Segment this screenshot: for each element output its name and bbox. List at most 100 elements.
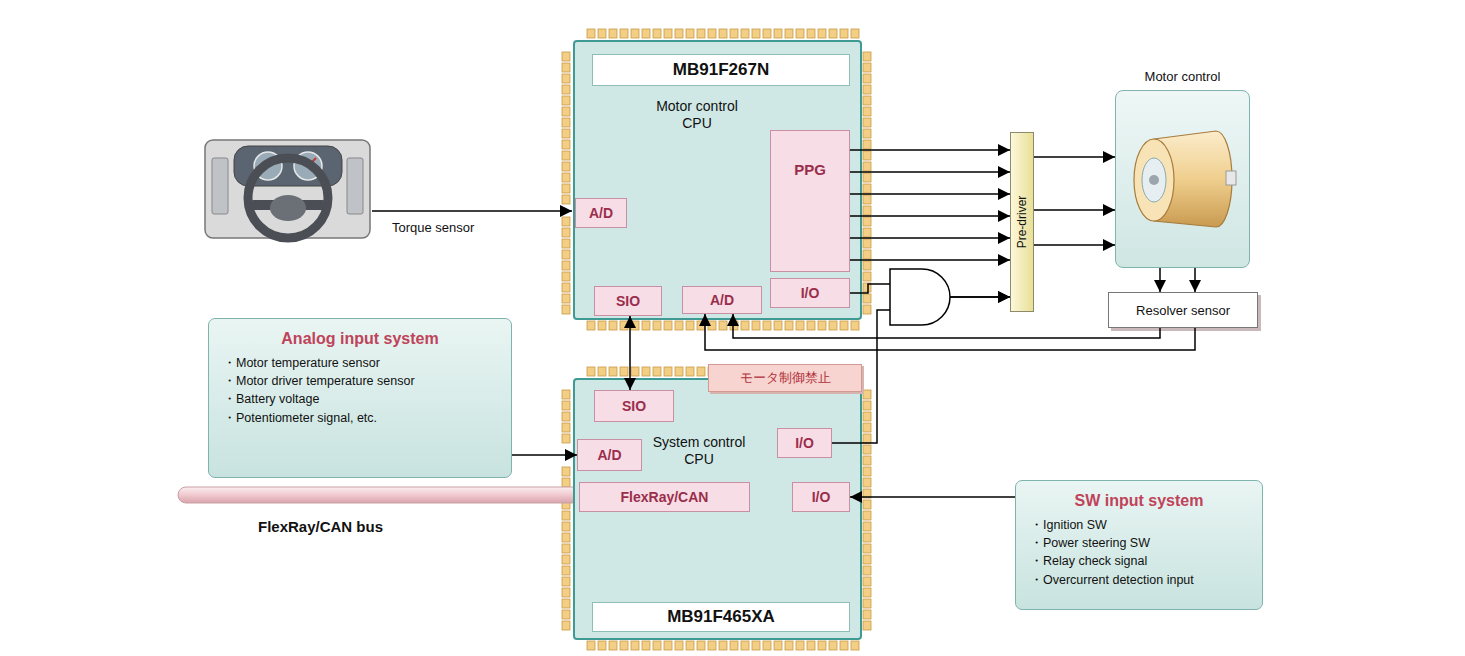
pin-square: [818, 29, 826, 38]
node-label: モータ制御禁止: [740, 369, 831, 387]
cpu-chip: Motor control CPUMB91F267NA/DPPGSIOA/DI/…: [573, 40, 862, 320]
pin-square: [763, 321, 771, 330]
pin-square: [863, 173, 871, 182]
pin-square: [562, 107, 570, 116]
pin-square: [730, 29, 738, 38]
pin-square: [863, 96, 871, 105]
pin-square: [686, 641, 694, 650]
pin-square: [562, 85, 570, 94]
bus-label: FlexRay/CAN bus: [258, 518, 383, 535]
pin-square: [863, 305, 871, 314]
pin-square: [752, 321, 760, 330]
motor-illustration: [1116, 91, 1251, 269]
pin-square: [562, 412, 570, 421]
port-box: I/O: [770, 278, 850, 308]
pin-square: [752, 641, 760, 650]
pin-square: [587, 367, 595, 376]
pin-square: [840, 641, 848, 650]
pin-square: [562, 621, 570, 630]
port-box: A/D: [577, 439, 642, 471]
bullet-item: ・Overcurrent detection input: [1030, 571, 1248, 589]
pin-square: [697, 321, 705, 330]
pin-square: [562, 272, 570, 281]
pre-driver-box: Pre-driver: [1010, 132, 1034, 312]
connector: [705, 314, 1195, 350]
connector: [832, 297, 1010, 443]
node-label: I/O: [812, 489, 831, 505]
pin-square: [863, 272, 871, 281]
pin-square: [851, 321, 859, 330]
pin-square: [562, 511, 570, 520]
node-label: SIO: [616, 293, 640, 309]
pin-square: [863, 434, 871, 443]
pin-square: [863, 250, 871, 259]
pin-square: [863, 478, 871, 487]
pin-square: [863, 621, 871, 630]
pin-square: [562, 250, 570, 259]
pin-square: [562, 544, 570, 553]
pin-square: [620, 367, 628, 376]
pin-square: [807, 641, 815, 650]
pin-square: [620, 321, 628, 330]
cpu-chip: System control CPUSIOA/DI/OFlexRay/CANI/…: [573, 378, 862, 640]
pin-square: [851, 641, 859, 650]
pin-square: [829, 641, 837, 650]
pin-square: [863, 162, 871, 171]
pin-square: [863, 239, 871, 248]
node-label: A/D: [710, 292, 734, 308]
pin-square: [598, 641, 606, 650]
input-panel: SW input system・Ignition SW・Power steeri…: [1015, 480, 1263, 610]
motor-box: Motor control: [1115, 90, 1250, 268]
pin-square: [840, 321, 848, 330]
pin-square: [642, 367, 650, 376]
pin-square: [863, 522, 871, 531]
pin-square: [562, 140, 570, 149]
pin-square: [807, 29, 815, 38]
connector: [629, 316, 631, 390]
pin-square: [686, 367, 694, 376]
pin-square: [598, 29, 606, 38]
panel-heading: Analog input system: [223, 327, 497, 350]
pin-square: [863, 261, 871, 270]
pin-square: [562, 129, 570, 138]
connector: [1034, 156, 1115, 158]
node-label: System control CPU: [649, 434, 749, 468]
pin-square: [863, 85, 871, 94]
bus-pipe: [178, 487, 590, 503]
pin-square: [642, 29, 650, 38]
connector: [850, 259, 1010, 261]
pin-square: [719, 321, 727, 330]
connector: [850, 171, 1010, 173]
pin-square: [562, 533, 570, 542]
pin-square: [863, 140, 871, 149]
pin-square: [653, 29, 661, 38]
pin-square: [708, 29, 716, 38]
pin-square: [863, 588, 871, 597]
node-label: A/D: [597, 447, 621, 463]
pin-square: [708, 641, 716, 650]
pin-square: [863, 467, 871, 476]
pin-square: [730, 641, 738, 650]
bullet-item: ・Potentiometer signal, etc.: [223, 409, 497, 427]
node-label: Resolver sensor: [1136, 303, 1230, 318]
connector: [1159, 268, 1161, 292]
pin-square: [675, 641, 683, 650]
node-label: SIO: [622, 398, 646, 414]
sensor-box: Resolver sensor: [1108, 292, 1258, 328]
connector: [733, 314, 1160, 338]
pin-square: [620, 641, 628, 650]
panel-heading: SW input system: [1030, 489, 1248, 512]
pin-square: [562, 610, 570, 619]
pin-square: [863, 283, 871, 292]
pin-square: [631, 29, 639, 38]
pin-square: [763, 29, 771, 38]
pin-square: [631, 641, 639, 650]
pin-square: [664, 367, 672, 376]
pin-square: [653, 321, 661, 330]
pin-square: [642, 641, 650, 650]
node-label: FlexRay/CAN: [621, 489, 709, 505]
pin-square: [562, 522, 570, 531]
pin-square: [653, 641, 661, 650]
pin-square: [562, 74, 570, 83]
pin-square: [863, 566, 871, 575]
